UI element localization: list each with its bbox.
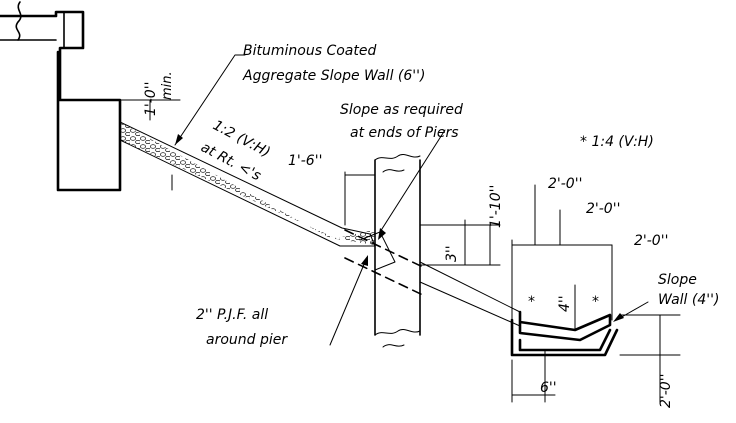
- height-1-10-label: 1'-10'': [488, 185, 504, 228]
- asterisk-right: *: [592, 294, 599, 310]
- slope-note-label-1: Slope as required: [340, 102, 463, 118]
- slope-wall-label-1: Slope: [658, 272, 697, 288]
- slope-note-label-2: at ends of Piers: [350, 125, 459, 141]
- slope-wall-label-2: Wall (4''): [658, 292, 719, 308]
- aggregate-wall-label-2: Aggregate Slope Wall (6''): [242, 68, 425, 84]
- slope-wall-trough: [510, 310, 619, 357]
- ratio-note-label: * 1:4 (V:H): [580, 134, 654, 150]
- aggregate-wall-label-1: Bituminous Coated: [243, 43, 376, 59]
- labels: Bituminous Coated Aggregate Slope Wall (…: [143, 43, 719, 408]
- depth-4-label: 4'': [557, 295, 573, 312]
- width-b-label: 2'-0'': [586, 201, 620, 217]
- slope-dashed-lines: [344, 229, 426, 297]
- asterisk-left: *: [528, 294, 535, 310]
- offset-1-6-label: 1'-6'': [288, 153, 322, 169]
- depth-3-label: 3'': [444, 245, 460, 262]
- width-a-label: 2'-0'': [548, 176, 582, 192]
- pjf-label-1: 2'' P.J.F. all: [196, 307, 268, 323]
- dimensions: [119, 99, 681, 403]
- leaders: [174, 54, 649, 346]
- min-height-label: 1'-0'': [143, 82, 159, 116]
- width-6-label: 6'': [540, 380, 557, 396]
- min-word-label: min.: [160, 71, 175, 100]
- pjf-label-2: around pier: [206, 332, 288, 348]
- abutment: [0, 1, 122, 192]
- width-c-label: 2'-0'': [634, 233, 668, 249]
- height-2-0-label: 2'-0'': [658, 374, 674, 408]
- pier: [374, 153, 421, 348]
